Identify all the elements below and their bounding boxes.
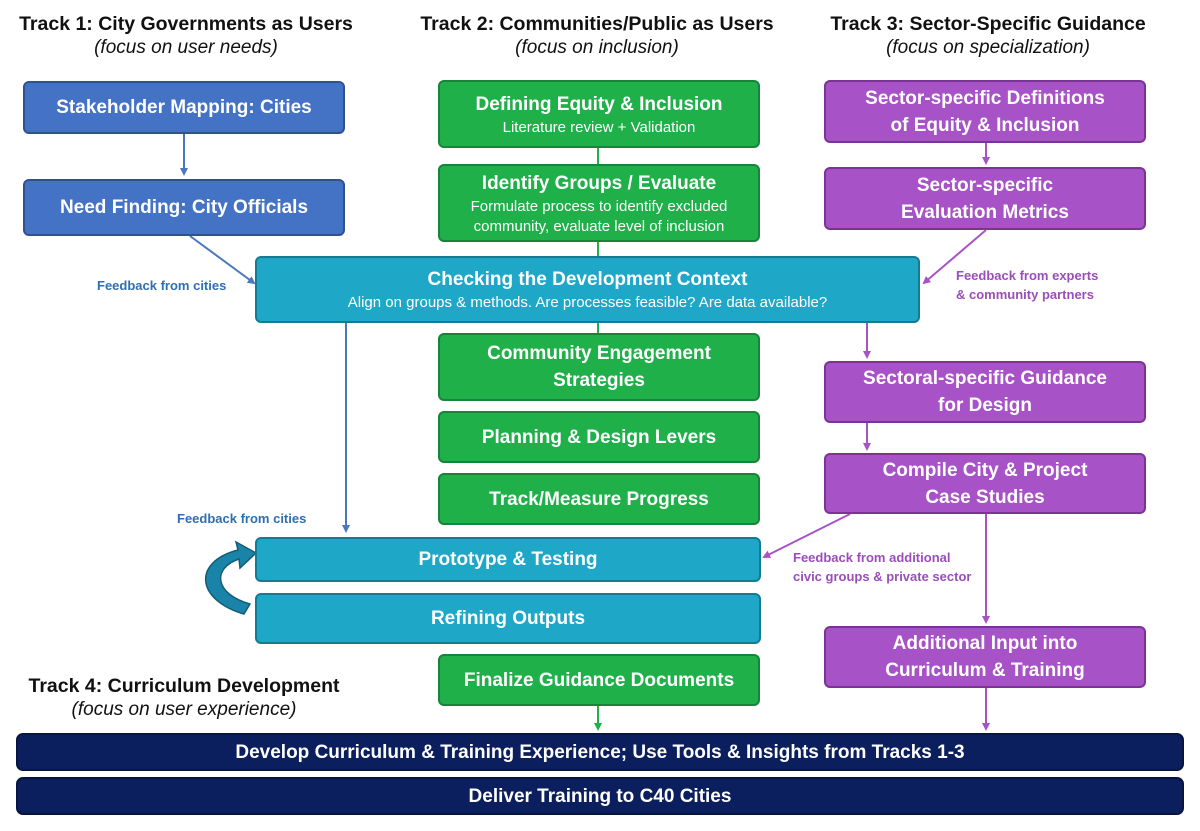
need-finding-label: Need Finding: City Officials (59, 197, 309, 218)
track3-title: Track 3: Sector-Specific Guidance (830, 13, 1146, 35)
arrow-metrics-to-context (922, 229, 987, 285)
feedback-experts-label: Feedback from experts & community partne… (956, 266, 1098, 304)
finalize-guidance-label: Finalize Guidance Documents (463, 669, 735, 691)
development-context-sub: Align on groups & methods. Are processes… (347, 294, 828, 311)
sector-metrics-line1: Sector-specific (916, 174, 1054, 196)
track3-header: Track 3: Sector-Specific Guidance (focus… (818, 12, 1158, 60)
sectoral-guidance-line1: Sectoral-specific Guidance (863, 368, 1107, 389)
feedback-cities-label-2: Feedback from cities (177, 511, 307, 526)
develop-curriculum-bar: Develop Curriculum & Training Experience… (16, 733, 1184, 771)
track1-header: Track 1: City Governments as Users (focu… (0, 12, 372, 60)
refining-outputs-label: Refining Outputs (430, 608, 586, 629)
community-engagement-line2: Strategies (553, 370, 645, 391)
track1-subtitle: (focus on user needs) (94, 37, 278, 58)
track3-subtitle: (focus on specialization) (886, 37, 1090, 58)
feedback-experts-line1: Feedback from experts (956, 268, 1099, 283)
prototype-testing-box: Prototype & Testing (255, 537, 761, 582)
loop-arrow-icon (205, 540, 258, 615)
community-engagement-line1: Community Engagement (487, 343, 711, 364)
planning-levers-label: Planning & Design Levers (481, 426, 717, 448)
compile-case-studies-line2: Case Studies (925, 486, 1045, 508)
sector-metrics-box: Sector-specific Evaluation Metrics (824, 167, 1146, 230)
community-engagement-box: Community Engagement Strategies (438, 333, 760, 401)
arrow-need-to-context (189, 235, 256, 285)
deliver-training-label: Deliver Training to C40 Cities (468, 785, 732, 807)
track-progress-label: Track/Measure Progress (489, 488, 709, 510)
track2-header: Track 2: Communities/Public as Users (fo… (400, 12, 794, 60)
identify-groups-title: Identify Groups / Evaluate (481, 172, 717, 194)
prototype-testing-label: Prototype & Testing (418, 549, 598, 570)
feedback-civic-line1: Feedback from additional (793, 550, 951, 565)
sector-definitions-line1: Sector-specific Definitions (865, 87, 1105, 109)
additional-input-line1: Additional Input into (892, 633, 1078, 654)
arrow-compile-to-prototype (762, 513, 851, 558)
identify-groups-box: Identify Groups / Evaluate Formulate pro… (438, 164, 760, 242)
sector-metrics-line2: Evaluation Metrics (901, 201, 1069, 223)
feedback-civic-label: Feedback from additional civic groups & … (793, 548, 971, 586)
sectoral-guidance-line2: for Design (938, 395, 1032, 416)
sectoral-guidance-box: Sectoral-specific Guidance for Design (824, 361, 1146, 423)
feedback-cities-label-1: Feedback from cities (97, 278, 227, 293)
compile-case-studies-box: Compile City & Project Case Studies (824, 453, 1146, 514)
defining-equity-box: Defining Equity & Inclusion Literature r… (438, 80, 760, 148)
track2-title: Track 2: Communities/Public as Users (420, 13, 774, 35)
refining-outputs-box: Refining Outputs (255, 593, 761, 644)
stakeholder-mapping-label: Stakeholder Mapping: Cities (56, 97, 312, 118)
track-progress-box: Track/Measure Progress (438, 473, 760, 525)
compile-case-studies-line1: Compile City & Project (882, 459, 1088, 481)
develop-curriculum-label: Develop Curriculum & Training Experience… (235, 741, 965, 763)
feedback-experts-line2: & community partners (956, 287, 1094, 302)
need-finding-box: Need Finding: City Officials (23, 179, 345, 236)
finalize-guidance-box: Finalize Guidance Documents (438, 654, 760, 706)
additional-input-line2: Curriculum & Training (885, 660, 1085, 681)
defining-equity-sub: Literature review + Validation (502, 118, 696, 136)
track4-title: Track 4: Curriculum Development (28, 675, 340, 697)
feedback-civic-line2: civic groups & private sector (793, 569, 972, 584)
track1-title: Track 1: City Governments as Users (19, 13, 353, 35)
sector-definitions-line2: of Equity & Inclusion (890, 114, 1080, 136)
development-context-title: Checking the Development Context (427, 269, 748, 290)
development-context-box: Checking the Development Context Align o… (255, 256, 920, 323)
track4-subtitle: (focus on user experience) (71, 699, 297, 720)
track2-subtitle: (focus on inclusion) (515, 37, 679, 58)
defining-equity-title: Defining Equity & Inclusion (475, 93, 723, 115)
stakeholder-mapping-box: Stakeholder Mapping: Cities (23, 81, 345, 134)
identify-groups-sub2: community, evaluate level of inclusion (473, 217, 725, 235)
sector-definitions-box: Sector-specific Definitions of Equity & … (824, 80, 1146, 143)
identify-groups-sub1: Formulate process to identify excluded (470, 197, 728, 215)
track4-header: Track 4: Curriculum Development (focus o… (14, 674, 354, 722)
deliver-training-bar: Deliver Training to C40 Cities (16, 777, 1184, 815)
planning-levers-box: Planning & Design Levers (438, 411, 760, 463)
additional-input-box: Additional Input into Curriculum & Train… (824, 626, 1146, 688)
